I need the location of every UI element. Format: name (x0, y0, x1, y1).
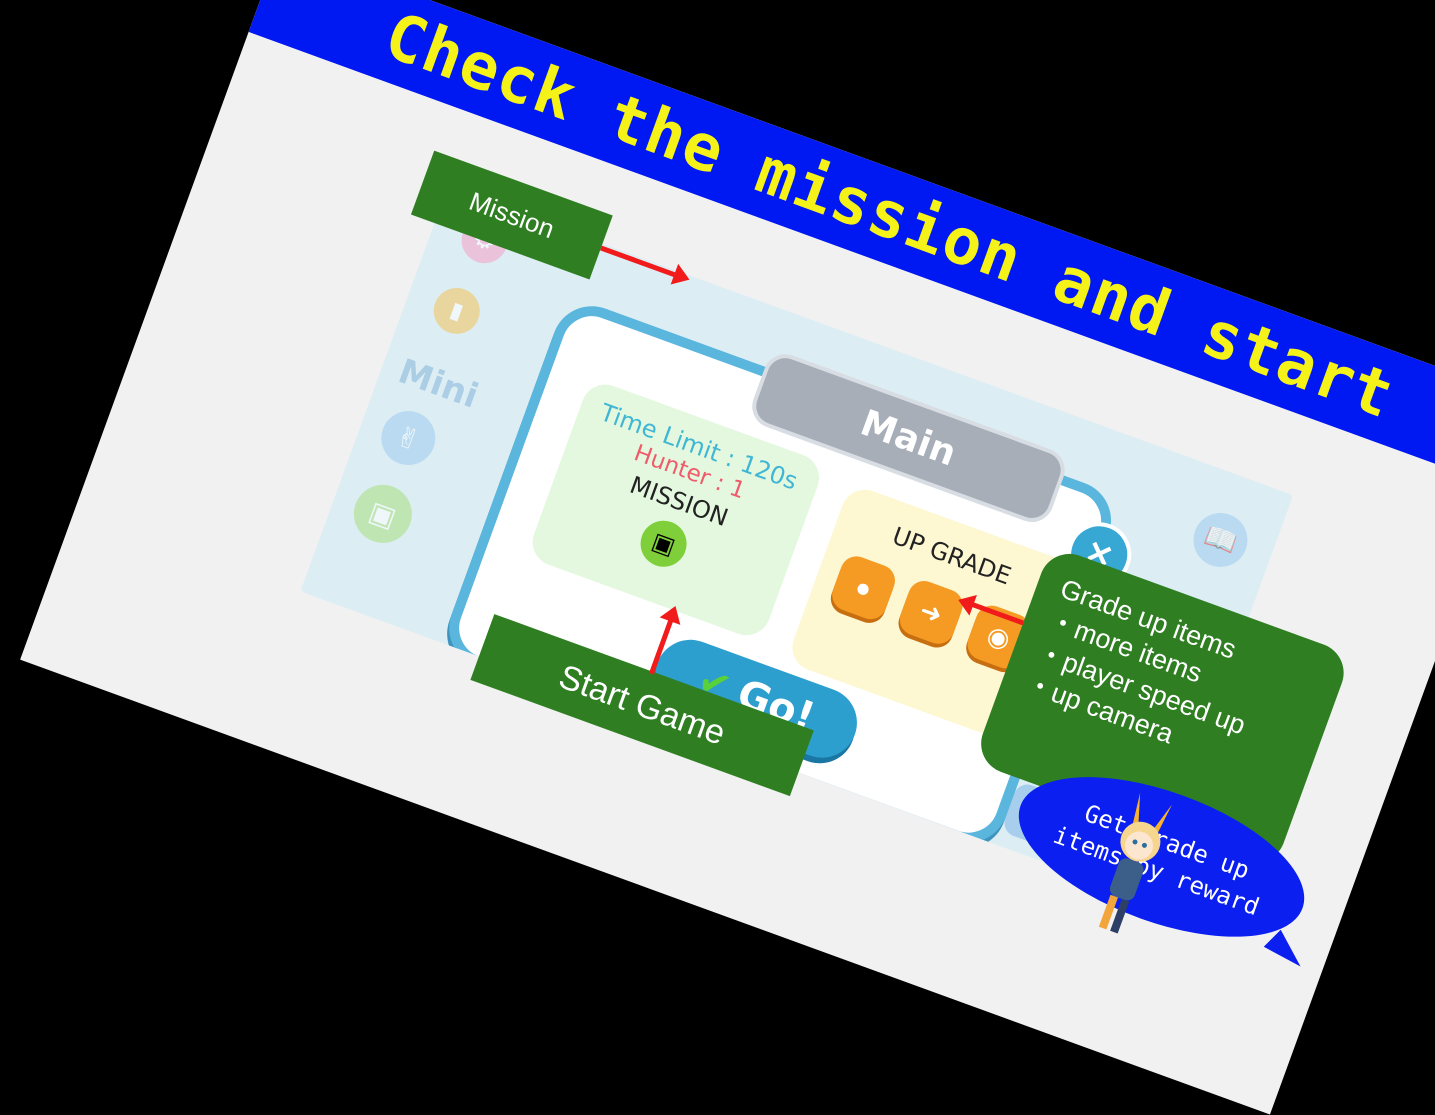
treasure-chest-icon[interactable]: ▣ (634, 514, 694, 574)
treasure-chest-side-icon[interactable]: ▣ (345, 476, 421, 552)
bunny-girl-mascot-icon (1098, 792, 1173, 934)
stats-icon[interactable]: ▮ (427, 281, 487, 341)
book-icon[interactable]: 📖 (1185, 505, 1256, 575)
mini-mode-label: Mini (393, 351, 484, 417)
apples-icon[interactable]: ● (827, 551, 900, 624)
tutorial-slide: Check the mission and start ⚙ ▮ Mini ✌ ▣… (20, 0, 1435, 1115)
victory-hand-icon[interactable]: ✌ (373, 403, 443, 473)
speech-bubble-tail (1263, 929, 1310, 976)
mission-callout-label: Mission (465, 185, 559, 244)
speed-arrow-icon[interactable]: ➜ (895, 576, 968, 649)
